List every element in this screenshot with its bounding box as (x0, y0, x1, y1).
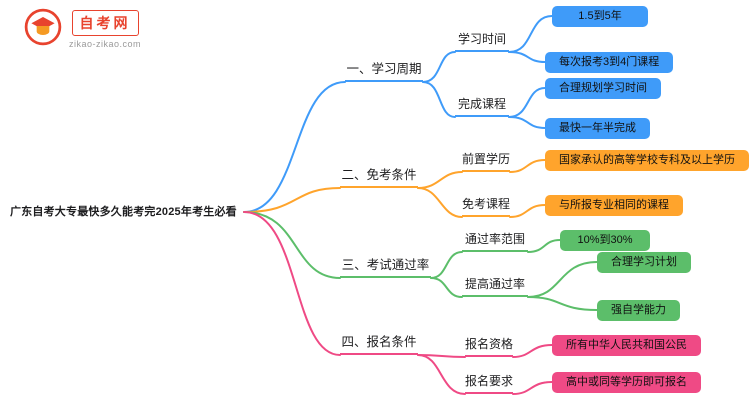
edge-root-branch3 (243, 211, 341, 279)
leaf-pass-rate-range: 10%到30% (560, 230, 650, 251)
edge-sub1-leaf1 (508, 15, 553, 53)
branch-2-sub-exempt-courses: 免考课程 (462, 195, 510, 217)
branch-3-sub-pass-rate-range: 通过率范围 (462, 230, 528, 252)
branch-2-topic: 二、免考条件 (340, 166, 418, 188)
leaf-fastest-completion: 最快一年半完成 (545, 118, 650, 139)
edge-branch3-sub1 (430, 251, 463, 279)
edge-branch1-sub1 (422, 51, 456, 83)
leaf-study-duration: 1.5到5年 (552, 6, 648, 27)
site-logo: 自考网 zikao-zikao.com (24, 8, 141, 49)
branch-1-topic: 一、学习周期 (345, 60, 423, 82)
edge-sub1-leaf2 (508, 51, 546, 63)
leaf-same-major-courses: 与所报专业相同的课程 (545, 195, 683, 216)
branch-2-sub-prior-education: 前置学历 (462, 150, 510, 172)
leaf-plan-study-time: 合理规划学习时间 (545, 78, 661, 99)
branch-1-sub-study-time: 学习时间 (455, 30, 509, 52)
leaf-courses-per-sitting: 每次报考3到4门课程 (545, 52, 674, 73)
site-logo-text: 自考网 zikao-zikao.com (69, 10, 141, 49)
edge-branch2-sub2 (417, 187, 463, 218)
leaf-high-school-equivalent: 高中或同等学历即可报名 (552, 372, 701, 393)
edge-root-branch1 (243, 81, 346, 213)
edge-branch2-sub2-leaf (509, 204, 546, 218)
edge-branch3-sub1-leaf (527, 239, 561, 253)
leaf-self-study-ability: 强自学能力 (597, 300, 680, 321)
edge-branch3-sub2 (430, 277, 463, 298)
edge-branch1-sub2 (422, 81, 456, 118)
edge-root-branch4 (243, 211, 341, 356)
branch-4-topic: 四、报名条件 (340, 333, 418, 355)
site-name: 自考网 (71, 10, 139, 36)
edge-branch2-sub1-leaf (509, 159, 546, 173)
edge-branch2-sub1 (417, 171, 463, 189)
site-url: zikao-zikao.com (69, 39, 142, 49)
edge-branch3-sub2-leaf1 (527, 261, 598, 298)
edge-root-branch2 (243, 187, 341, 213)
branch-1-sub-finish-courses: 完成课程 (455, 95, 509, 117)
leaf-prc-citizens: 所有中华人民共和国公民 (552, 335, 701, 356)
leaf-study-plan: 合理学习计划 (597, 252, 691, 273)
edge-branch4-sub1-leaf (512, 344, 553, 358)
edge-branch4-sub2 (417, 354, 466, 395)
branch-3-topic: 三、考试通过率 (340, 256, 431, 278)
branch-4-sub-requirement: 报名要求 (465, 372, 513, 394)
edge-sub2-leaf1 (508, 87, 546, 118)
branch-4-sub-eligibility: 报名资格 (465, 335, 513, 357)
edge-sub2-leaf2 (508, 116, 546, 129)
graduation-cap-icon (24, 8, 62, 46)
branch-3-sub-improve-pass-rate: 提高通过率 (462, 275, 528, 297)
root-topic: 广东自考大专最快多久能考完2025年考生必看 (10, 206, 237, 218)
edge-branch3-sub2-leaf2 (527, 296, 598, 311)
edge-branch4-sub2-leaf (512, 381, 553, 395)
leaf-recognized-degree: 国家承认的高等学校专科及以上学历 (545, 150, 749, 171)
